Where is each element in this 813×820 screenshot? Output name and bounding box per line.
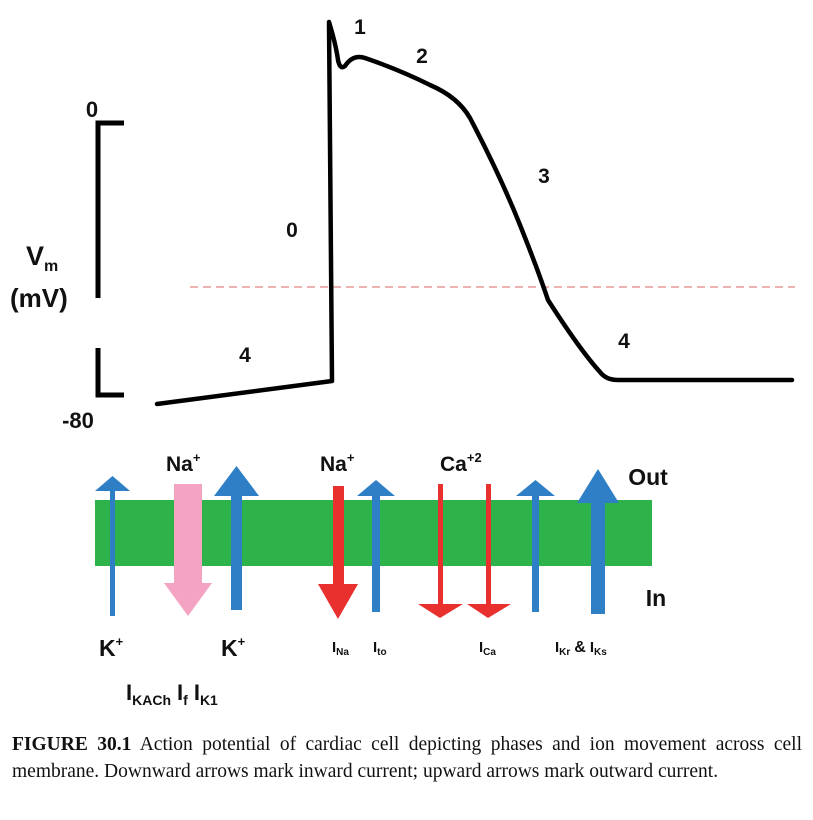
- iks-outward-arrow: [577, 469, 619, 614]
- axis-tick-zero: 0: [86, 97, 98, 122]
- ion-label-na-fast: Na+: [320, 450, 355, 476]
- ina-inward-arrow: [318, 486, 358, 619]
- phase-label-2: 2: [416, 45, 428, 68]
- ikach-outward-arrow: [95, 476, 130, 616]
- phase-label-4-right: 4: [618, 330, 630, 353]
- voltage-axis-top: [95, 120, 124, 298]
- axis-tick-minus80: -80: [62, 408, 94, 433]
- ion-label-k-left: K+: [99, 634, 124, 661]
- caption-text: Action potential of cardiac cell depicti…: [12, 734, 802, 782]
- ion-label-na-funny: Na+: [166, 450, 201, 476]
- ion-label-ca: Ca+2: [440, 450, 482, 476]
- current-label-ica: ICa: [479, 639, 496, 658]
- action-potential-diagram: 0 -80 Vm (mV) 0 1 2 3 4 4 Out In: [10, 16, 795, 708]
- phase-label-4-left: 4: [239, 344, 251, 367]
- ica-inward-arrow-2: [467, 484, 511, 618]
- figure-caption: FIGURE 30.1 Action potential of cardiac …: [12, 731, 802, 785]
- axis-label-vm: Vm: [26, 241, 58, 275]
- action-potential-trace: [154, 19, 795, 407]
- ica-inward-arrow-1: [418, 484, 463, 618]
- in-label: In: [646, 585, 666, 611]
- axis-label-unit: (mV): [10, 283, 68, 313]
- ito-outward-arrow: [357, 480, 395, 612]
- phase-label-1: 1: [354, 16, 366, 39]
- ikr-outward-arrow: [516, 480, 555, 612]
- current-label-ina: INa: [332, 639, 349, 658]
- current-label-ito: Ito: [373, 639, 387, 658]
- current-label-ikr-iks: IKr&IKs: [555, 639, 607, 658]
- ik1-outward-arrow: [214, 466, 259, 610]
- phase-label-0: 0: [286, 219, 298, 242]
- out-label: Out: [628, 464, 668, 490]
- figure-label: FIGURE 30.1: [12, 734, 132, 755]
- voltage-axis-bottom: [95, 348, 124, 398]
- phase-label-3: 3: [538, 165, 550, 188]
- ion-label-k-right: K+: [221, 634, 246, 661]
- if-inward-arrow: [164, 484, 212, 616]
